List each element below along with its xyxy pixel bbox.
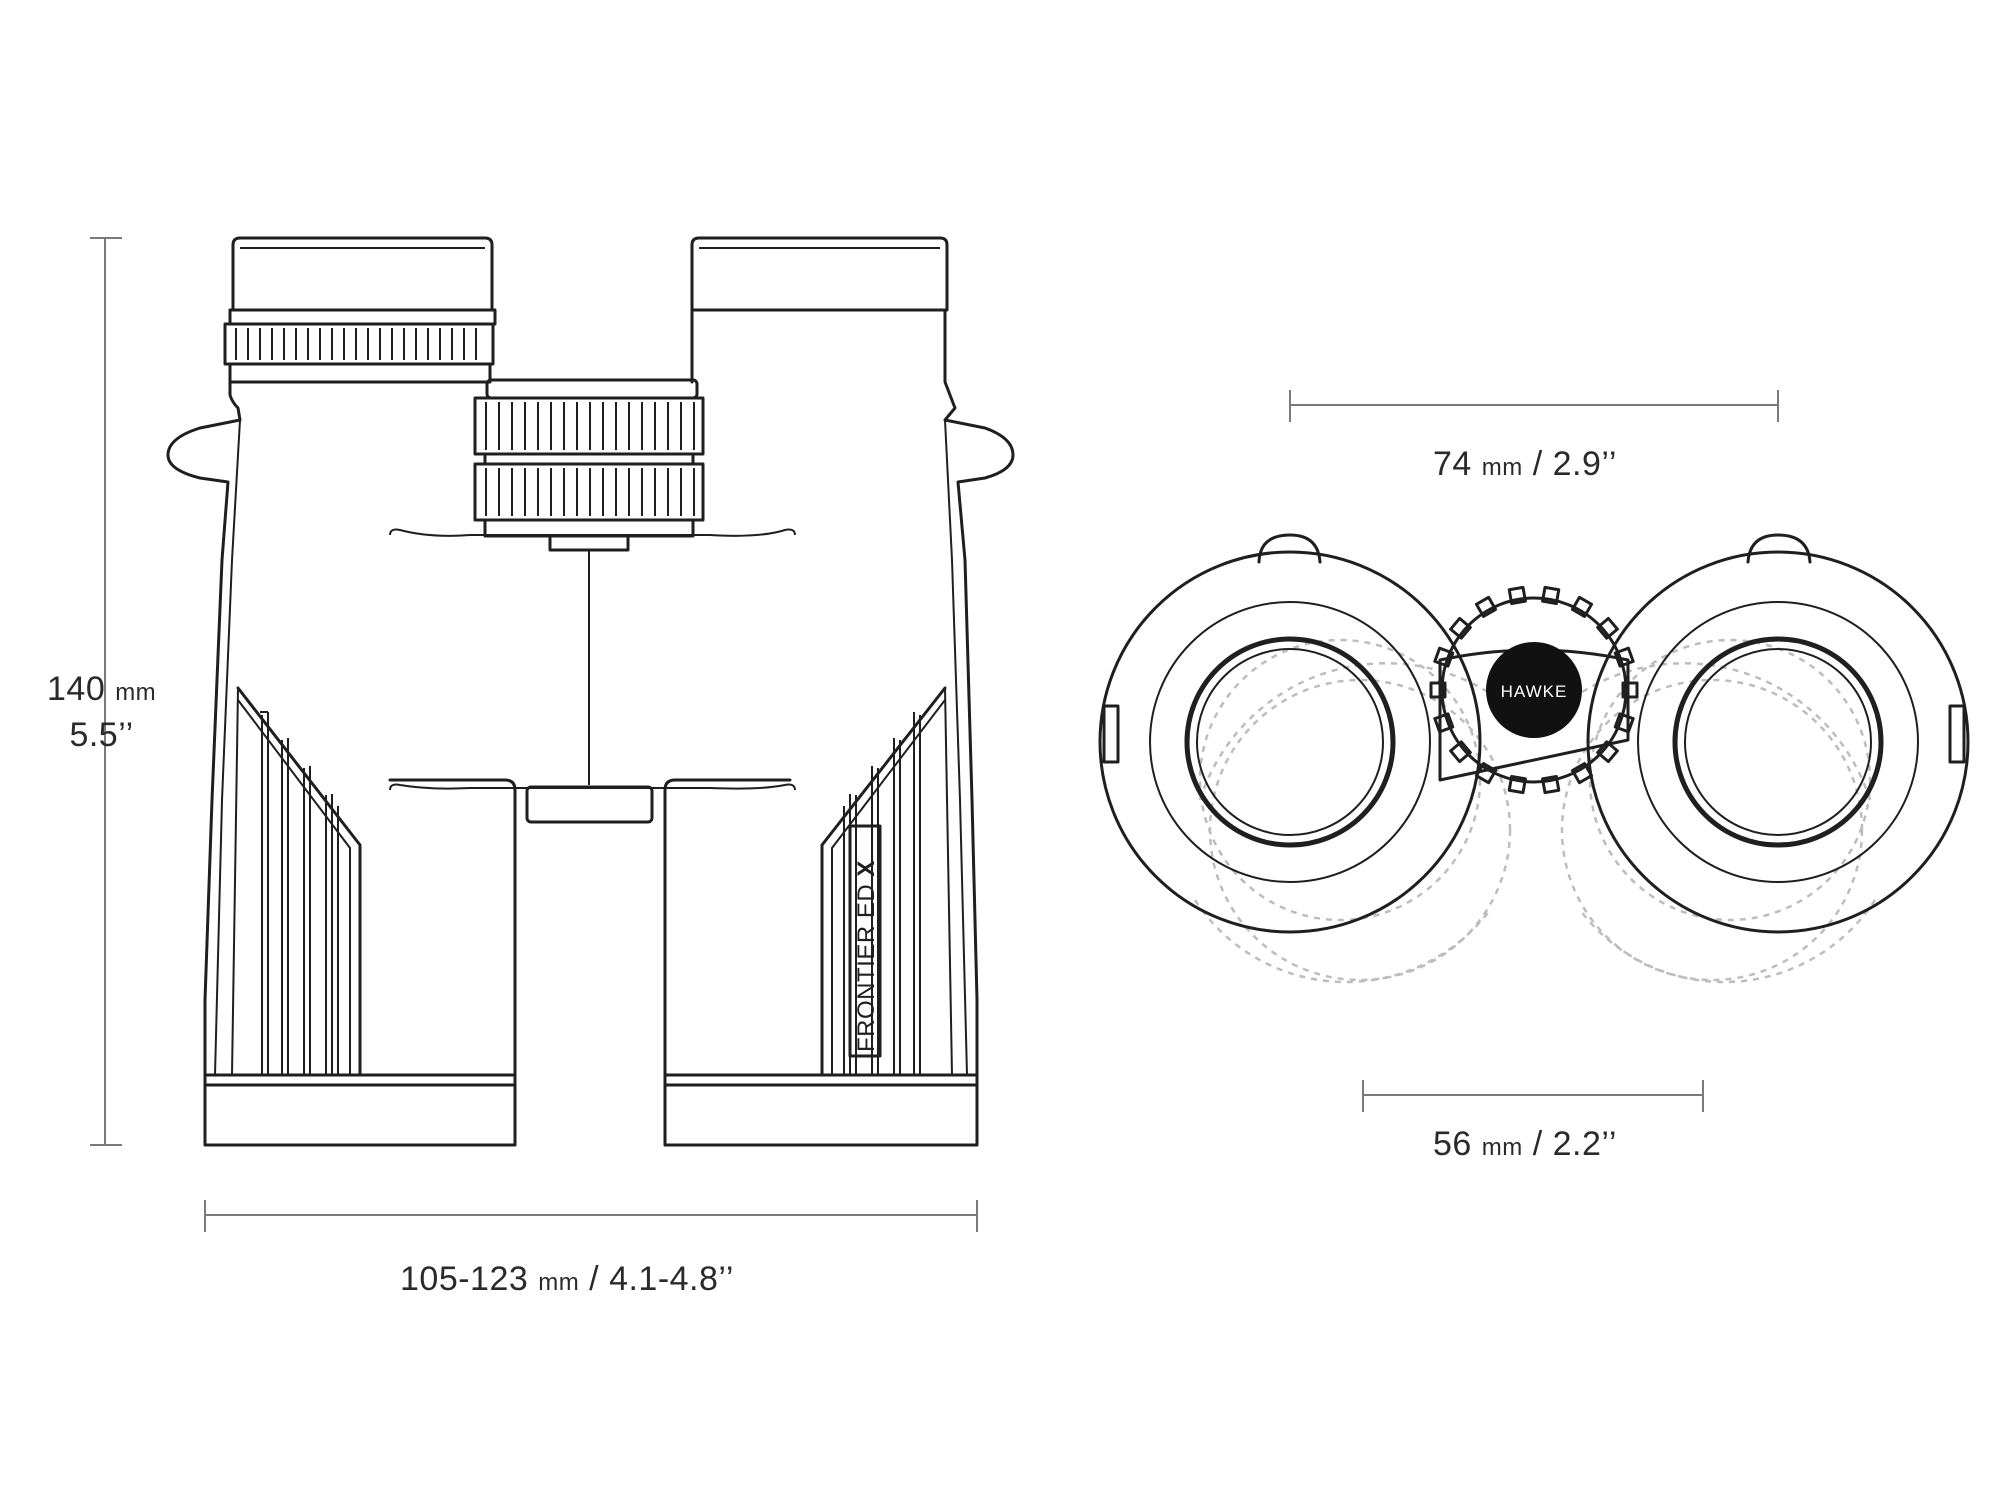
eyepiece-span-mm-value: 74 [1433, 445, 1472, 483]
height-dimension-line [90, 237, 122, 1146]
height-label: 140 mm 5.5’’ [47, 668, 156, 756]
binocular-front-view: FRONTIER ED X [166, 236, 1015, 1147]
gear-tooth [1596, 616, 1619, 640]
gear-tooth [1570, 762, 1594, 785]
brand-logo-disc [1486, 642, 1582, 738]
eyepiece-span-label: 74 mm / 2.9’’ [1433, 445, 1617, 484]
left-eyecup [228, 236, 497, 326]
width-mm-unit: mm [538, 1269, 580, 1296]
interpupillary-dimension-line [1362, 1080, 1704, 1112]
gear-tooth [1507, 585, 1527, 606]
gear-tooth [1613, 646, 1635, 668]
gear-tooth [1449, 740, 1472, 764]
width-mm-value: 105-123 [400, 1260, 529, 1298]
right-eyecup [690, 236, 949, 312]
left-diopter-ring [223, 322, 495, 384]
gear-tooth [1433, 646, 1455, 668]
width-dimension-line [204, 1200, 978, 1232]
gear-tooth [1449, 616, 1472, 640]
right-barrel [663, 308, 1015, 1077]
right-objective-end [663, 1083, 979, 1147]
width-label: 105-123 mm / 4.1-4.8’’ [400, 1260, 734, 1299]
gear-tooth [1541, 585, 1561, 606]
height-inches: 5.5’’ [69, 716, 134, 754]
binocular-eyepiece-view: HAWKE [1098, 533, 1970, 984]
gear-tooth [1621, 681, 1639, 699]
gear-tooth [1474, 762, 1498, 785]
right-armor-ribs [820, 686, 953, 1077]
left-eyepiece [1098, 533, 1482, 934]
gear-tooth [1596, 740, 1619, 764]
interpupillary-mm-unit: mm [1481, 1134, 1523, 1161]
gear-tooth [1433, 712, 1455, 734]
model-label: FRONTIER ED X [853, 860, 880, 1052]
model-badge [848, 824, 882, 1058]
right-eyepiece [1586, 533, 1970, 934]
eyepiece-span-mm-unit: mm [1481, 454, 1523, 481]
left-barrel [166, 380, 517, 1077]
interpupillary-mm-value: 56 [1433, 1125, 1472, 1163]
gear-tooth [1570, 595, 1594, 618]
focus-wheel [473, 378, 705, 552]
height-mm-value: 140 [47, 670, 106, 708]
left-objective-end [203, 1083, 517, 1147]
gear-tooth [1507, 774, 1527, 795]
eyepiece-span-dimension-line [1289, 390, 1779, 422]
interpupillary-inches: / 2.2’’ [1532, 1125, 1617, 1163]
gear-tooth [1541, 774, 1561, 795]
eyepiece-span-inches: / 2.9’’ [1532, 445, 1617, 483]
gear-tooth [1474, 595, 1498, 618]
gear-tooth [1613, 712, 1635, 734]
brand-logo-text: HAWKE [1501, 682, 1568, 701]
interpupillary-label: 56 mm / 2.2’’ [1433, 1125, 1617, 1164]
hinge-block [525, 785, 654, 824]
width-inches: / 4.1-4.8’’ [589, 1260, 734, 1298]
gear-tooth [1429, 681, 1447, 699]
focus-wheel-gear: HAWKE [1429, 585, 1639, 795]
height-mm-unit: mm [115, 679, 157, 706]
left-armor-ribs [231, 686, 362, 1077]
objective-ghost-outlines [1193, 638, 1877, 984]
